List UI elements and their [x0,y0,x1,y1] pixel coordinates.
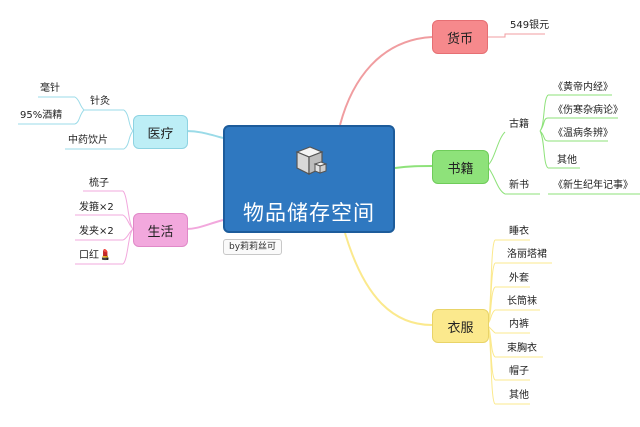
connector-medical-sub [123,109,134,150]
clothes-item[interactable]: 外套 [509,273,529,284]
life-item[interactable]: 发夹×2 [79,226,114,237]
connector-currency [339,36,433,126]
central-topic-title: 物品储存空间 [243,201,375,225]
books-ancient-item[interactable]: 《伤寒杂病论》 [553,105,623,116]
clothes-item[interactable]: 其他 [509,390,529,401]
connector-life [185,219,224,230]
books-ancient-item[interactable]: 《温病条辨》 [553,128,613,139]
connector-currency-item [486,33,545,38]
medical-herbs[interactable]: 中药饮片 [68,135,108,146]
acupuncture-item[interactable]: 毫针 [40,83,60,94]
underline-acupuncture-items [18,96,75,125]
clothes-item[interactable]: 长筒袜 [507,296,537,307]
topic-life[interactable]: 生活 [133,213,188,247]
connector-ancient-items [539,94,549,169]
underline-medical-sub [65,109,124,150]
books-ancient[interactable]: 古籍 [509,119,529,130]
clothes-item[interactable]: 帽子 [509,366,529,377]
connector-clothes-items [486,239,496,405]
acupuncture-item[interactable]: 95%酒精 [20,110,63,121]
life-item[interactable]: 梳子 [89,178,109,189]
underline-life-items [75,190,123,265]
life-item[interactable]: 口红💄 [79,250,112,261]
topic-currency-label: 货币 [446,31,473,47]
connector-life-items [122,190,134,265]
central-topic[interactable]: 物品储存空间 [223,125,395,233]
underline-ancient-items [505,94,640,195]
topic-medical[interactable]: 医疗 [133,115,188,149]
clothes-item[interactable]: 睡衣 [509,226,529,237]
author-note: by莉莉丝可 [223,239,283,255]
books-new-item[interactable]: 《新生纪年记事》 [553,180,633,191]
connector-acupuncture-items [74,96,85,125]
underline-clothes-items [495,239,552,405]
connector-clothes [344,232,433,326]
topic-clothes[interactable]: 衣服 [432,309,489,343]
life-item[interactable]: 发箍×2 [79,202,114,213]
topic-life-label: 生活 [147,224,174,240]
connector-books-ancient [486,131,506,167]
topic-books[interactable]: 书籍 [432,150,489,184]
topic-medical-label: 医疗 [147,126,174,142]
books-new[interactable]: 新书 [509,180,529,191]
books-ancient-item[interactable]: 《黄帝内经》 [553,82,613,93]
clothes-item[interactable]: 洛丽塔裙 [507,249,547,260]
topic-currency[interactable]: 货币 [432,20,488,54]
currency-item[interactable]: 549银元 [510,20,550,31]
books-ancient-item[interactable]: 其他 [557,155,577,166]
connector-books [394,165,433,169]
topic-clothes-label: 衣服 [447,320,474,336]
connector-books-new [486,165,506,195]
medical-acupuncture[interactable]: 针灸 [90,96,110,107]
box-icon [295,146,328,175]
clothes-item[interactable]: 内裤 [509,319,529,330]
clothes-item[interactable]: 束胸衣 [507,343,537,354]
connector-medical [185,130,224,139]
topic-books-label: 书籍 [447,161,474,177]
